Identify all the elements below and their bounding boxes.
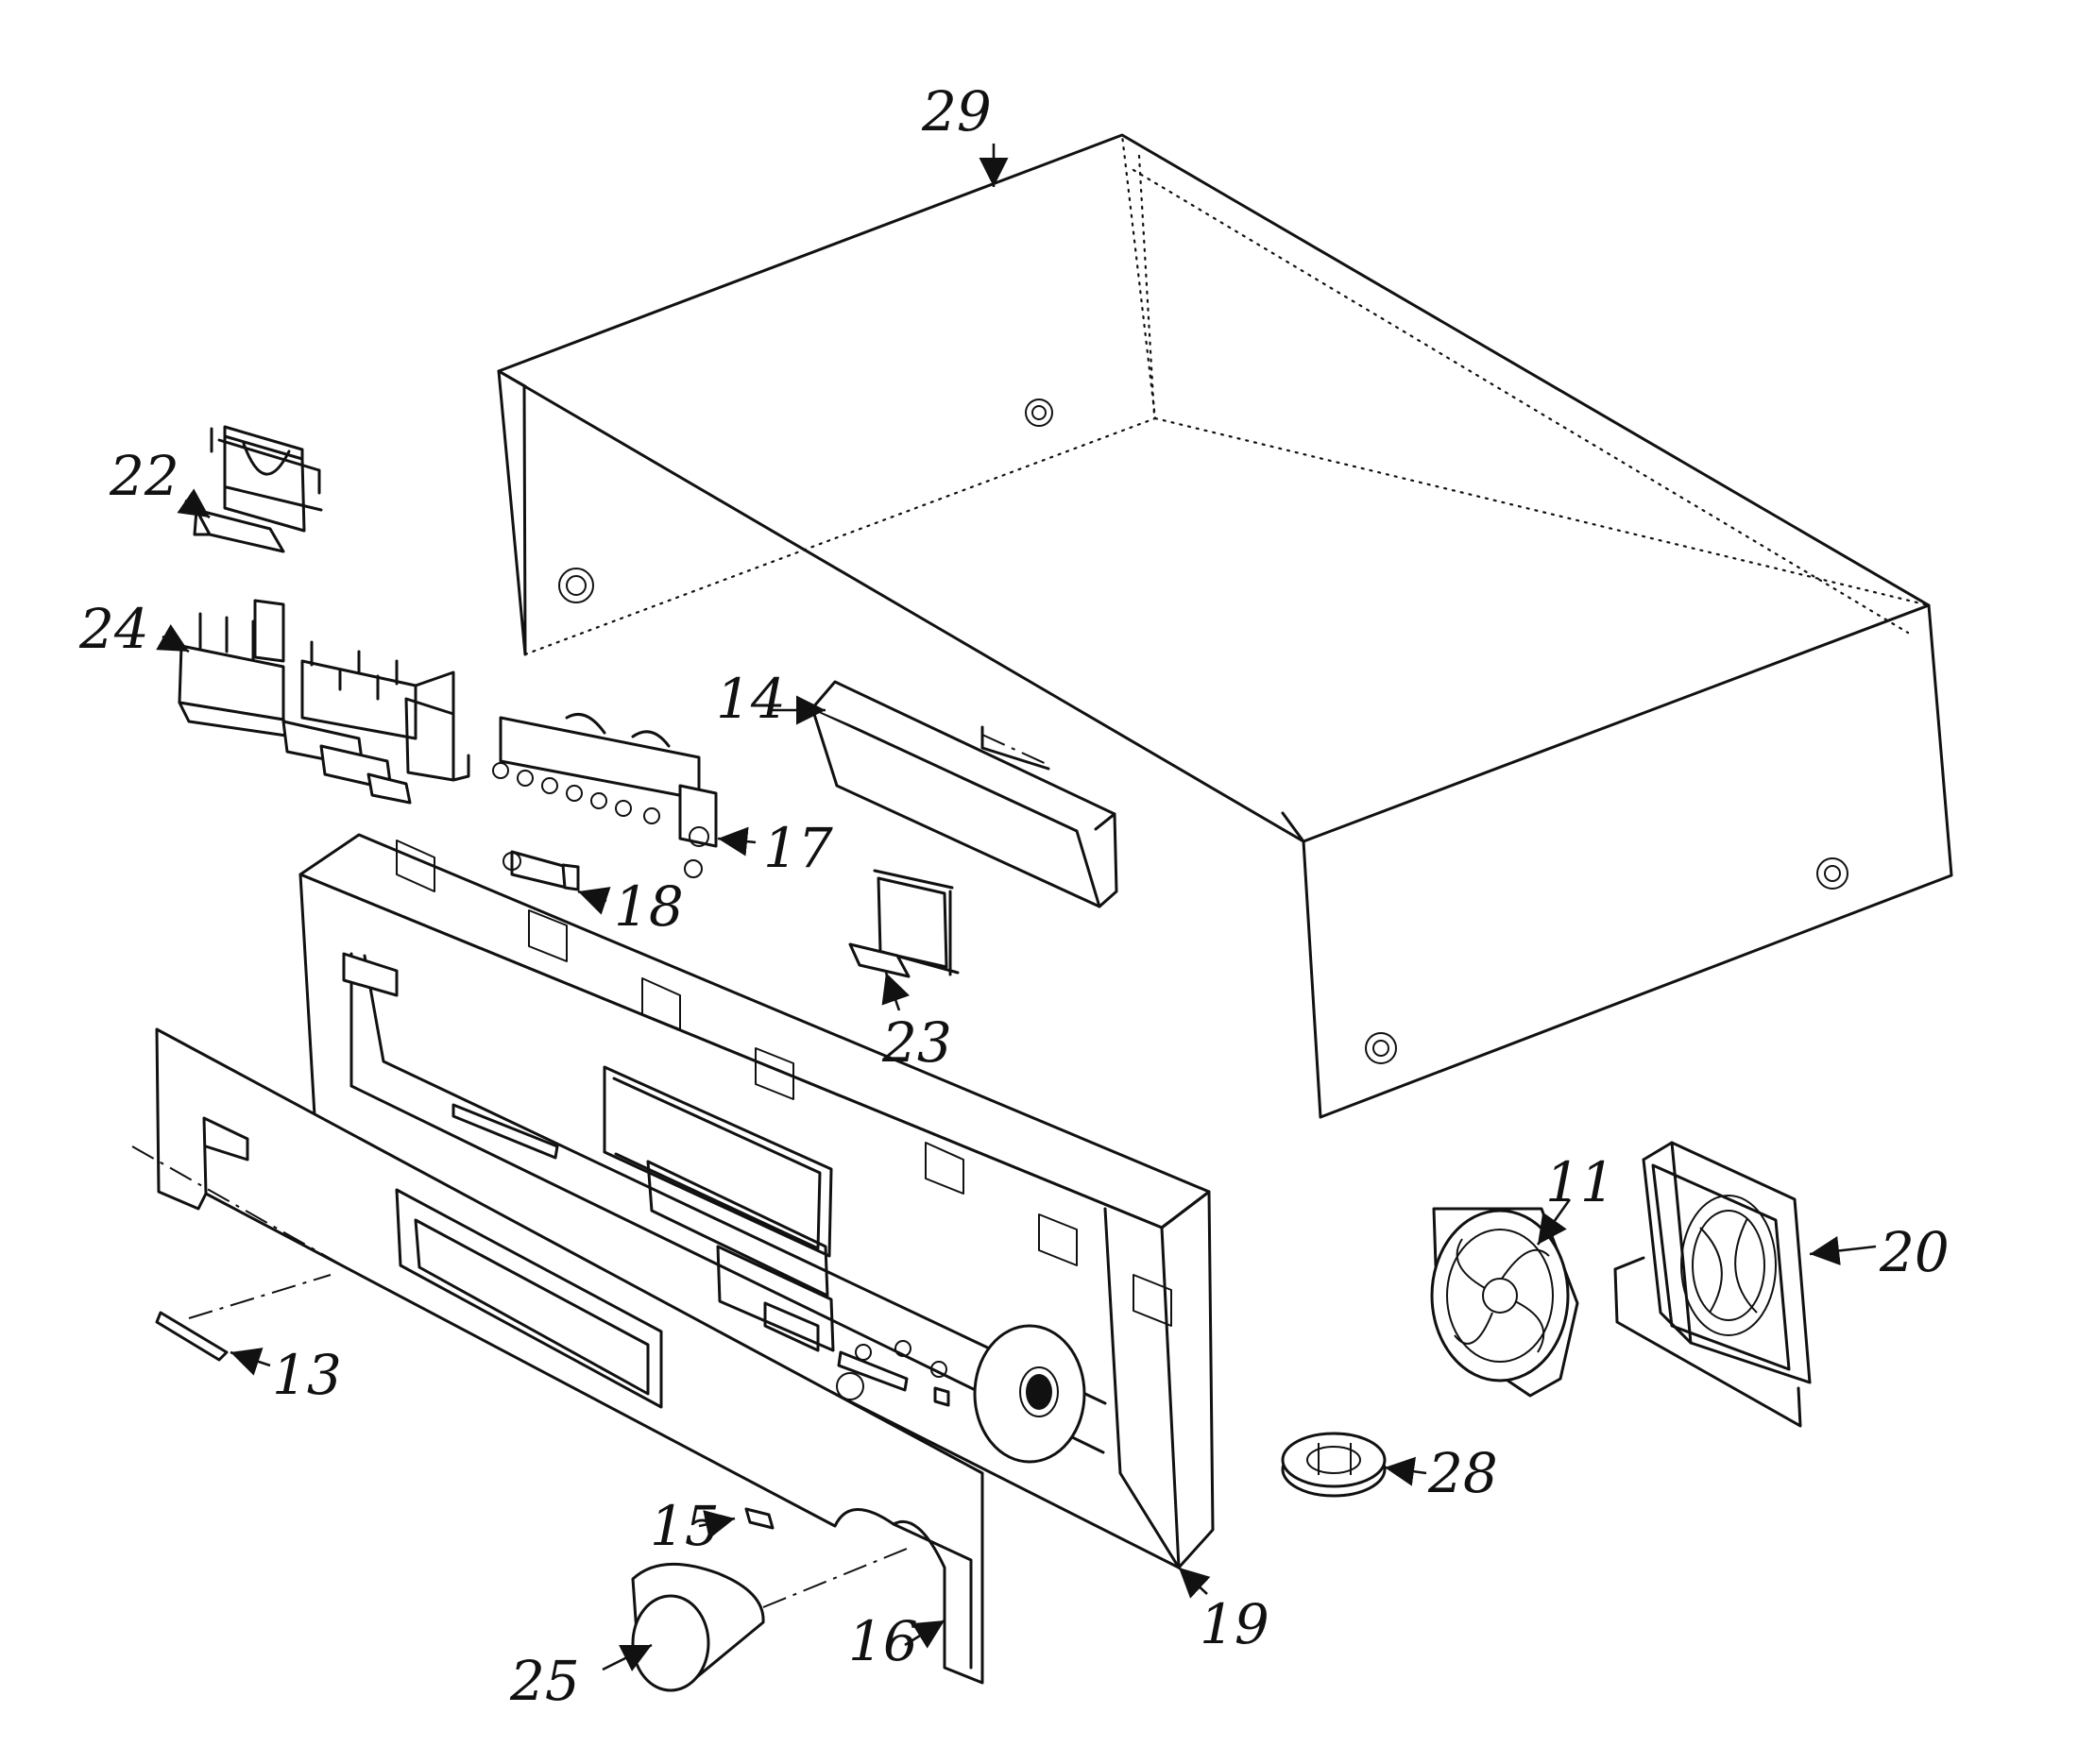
callout-24: 24 [78, 597, 149, 661]
leader-lines [156, 144, 1877, 1671]
callout-13: 13 [272, 1343, 342, 1407]
callout-28: 28 [1427, 1441, 1498, 1505]
part-11-fan [1430, 1207, 1579, 1398]
callout-16: 16 [848, 1609, 918, 1673]
part-13-strip [155, 1274, 332, 1362]
callout-17: 17 [763, 816, 833, 880]
callout-23: 23 [881, 1010, 952, 1075]
callout-14: 14 [716, 667, 786, 731]
callout-18: 18 [614, 874, 684, 939]
part-24-switch-block [178, 599, 470, 805]
part-17-button-bar [492, 713, 718, 878]
callout-20: 20 [1879, 1220, 1950, 1284]
callout-25: 25 [509, 1649, 580, 1713]
part-22-switch-bracket [193, 425, 323, 553]
callout-29: 29 [921, 79, 992, 144]
callout-15: 15 [650, 1494, 720, 1558]
part-20-fan-housing [1613, 1141, 1812, 1428]
part-29-top-cover [497, 133, 1953, 1119]
part-23-bracket [848, 869, 960, 978]
part-25-knob [631, 1548, 908, 1692]
part-18-small-switch [502, 850, 580, 891]
callout-19: 19 [1200, 1592, 1269, 1656]
part-16-face-plate [131, 1027, 984, 1685]
part-15-lens [744, 1507, 775, 1530]
callout-22: 22 [109, 444, 179, 508]
callout-labels: 29 22 24 14 17 18 23 11 20 13 28 15 16 1… [78, 79, 1950, 1713]
part-19-front-panel [298, 833, 1215, 1569]
callout-11: 11 [1545, 1150, 1615, 1214]
part-14-display-window [810, 680, 1118, 908]
part-28-foot [1281, 1432, 1387, 1498]
